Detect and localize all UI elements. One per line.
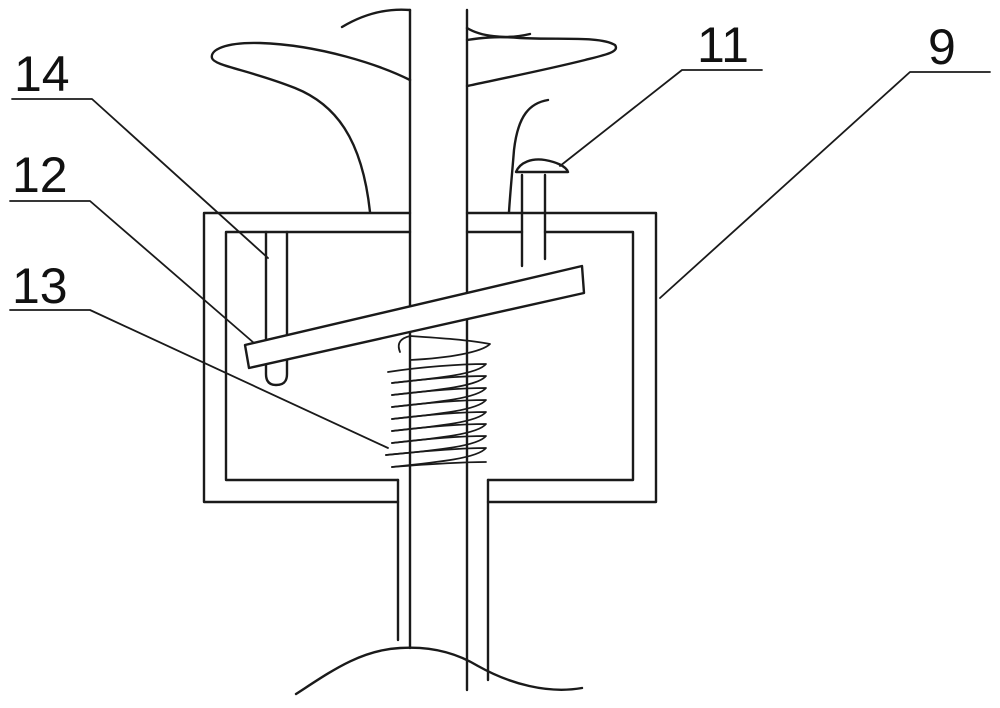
angled-lever: [243, 264, 586, 370]
callout-label-14: 14: [14, 46, 70, 102]
callout-label-9: 9: [928, 19, 956, 75]
callout-label-12: 12: [12, 147, 68, 203]
lower-sleeve: [396, 478, 490, 682]
plant-leaves: [210, 8, 618, 214]
soil-outline: [294, 646, 584, 696]
top-plunger: [514, 158, 570, 268]
central-stem: [408, 8, 469, 692]
leader-lines: [9, 69, 991, 449]
housing-box: [202, 211, 658, 504]
callout-label-11: 11: [697, 17, 749, 73]
left-vertical-rod: [264, 230, 289, 387]
callout-label-13: 13: [12, 258, 68, 314]
coil-spring: [385, 335, 491, 468]
